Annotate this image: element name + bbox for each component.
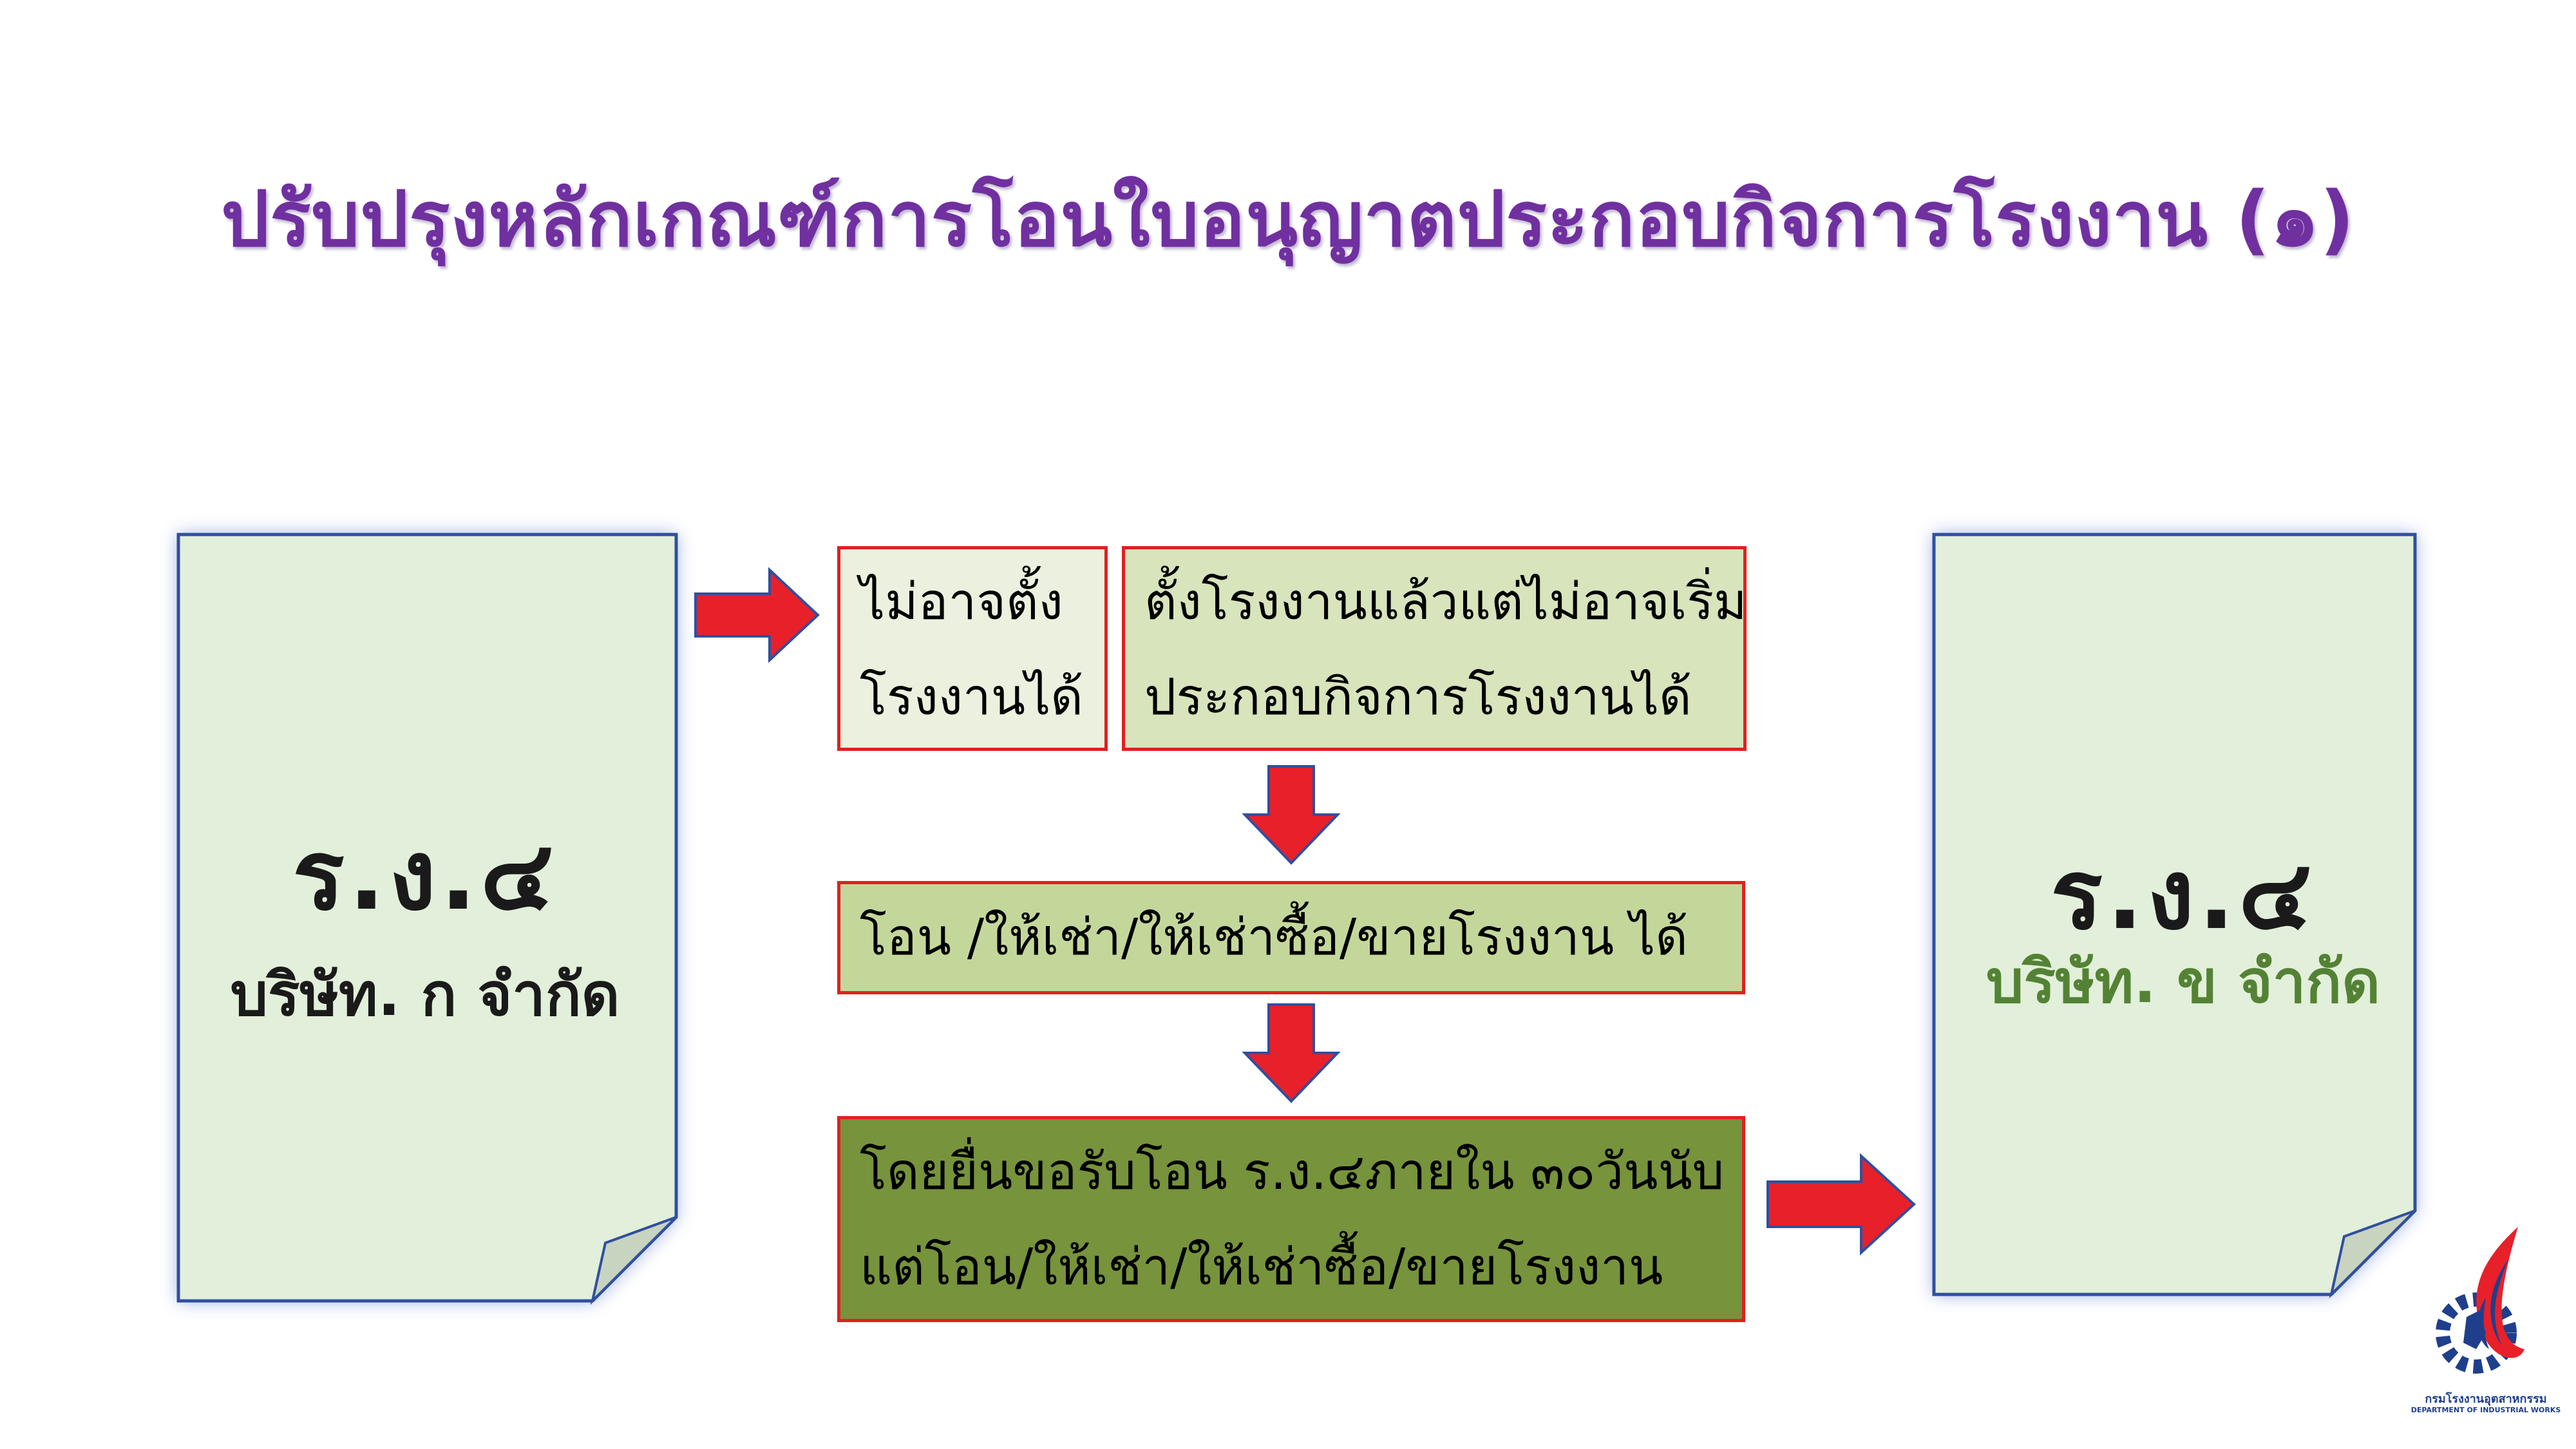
box-transfer-text: โอน /ให้เช่า/ให้เช่าซื้อ/ขายโรงงาน ได้: [860, 909, 1688, 967]
diw-logo: กรมโรงงานอุตสาหกรรม DEPARTMENT OF INDUST…: [2411, 1220, 2561, 1433]
left-doc-company: บริษัท. ก จำกัด: [230, 960, 620, 1029]
box-request-line1: โดยยื่นขอรับโอน ร.ง.๔ภายใน ๓๐วันนับ: [860, 1143, 1725, 1201]
box-request-transfer: โดยยื่นขอรับโอน ร.ง.๔ภายใน ๓๐วันนับ แต่โ…: [837, 1116, 1745, 1322]
box-cannot-build-line1: ไม่อาจตั้ง: [860, 573, 1063, 631]
box-cannot-build: ไม่อาจตั้ง โรงงานได้: [837, 546, 1108, 751]
box-cannot-operate-line1: ตั้งโรงงานแล้วแต่ไม่อาจเริ่ม: [1144, 573, 1747, 631]
right-doc-code: ร.ง.๔: [2050, 839, 2316, 951]
right-document-shape: [1932, 533, 2417, 1299]
arrow-right-2: [1766, 1153, 1916, 1256]
left-document-shape: [176, 533, 678, 1305]
left-document: ร.ง.๔ บริษัท. ก จำกัด: [155, 522, 696, 1327]
logo-caption-en: DEPARTMENT OF INDUSTRIAL WORKS: [2410, 1406, 2561, 1414]
arrow-down-2: [1242, 1003, 1341, 1103]
box-cannot-operate-line2: ประกอบกิจการโรงงานได้: [1144, 668, 1692, 726]
slide-title: ปรับปรุงหลักเกณฑ์การโอนใบอนุญาตประกอบกิจ…: [221, 175, 2355, 263]
box-request-line2: แต่โอน/ให้เช่า/ให้เช่าซื้อ/ขายโรงงาน: [860, 1238, 1663, 1296]
left-doc-code: ร.ง.๔: [292, 820, 558, 932]
diw-logo-icon: [2436, 1227, 2524, 1374]
arrow-down-1: [1242, 765, 1341, 865]
right-doc-company: บริษัท. ข จำกัด: [1985, 947, 2380, 1016]
box-cannot-operate: ตั้งโรงงานแล้วแต่ไม่อาจเริ่ม ประกอบกิจกา…: [1122, 546, 1747, 751]
box-transfer: โอน /ให้เช่า/ให้เช่าซื้อ/ขายโรงงาน ได้: [837, 881, 1745, 994]
box-cannot-build-line2: โรงงานได้: [860, 668, 1083, 726]
right-document: ร.ง.๔ บริษัท. ข จำกัด: [1913, 515, 2454, 1320]
arrow-right-1: [694, 567, 820, 663]
logo-caption-th: กรมโรงงานอุตสาหกรรม: [2425, 1392, 2547, 1406]
